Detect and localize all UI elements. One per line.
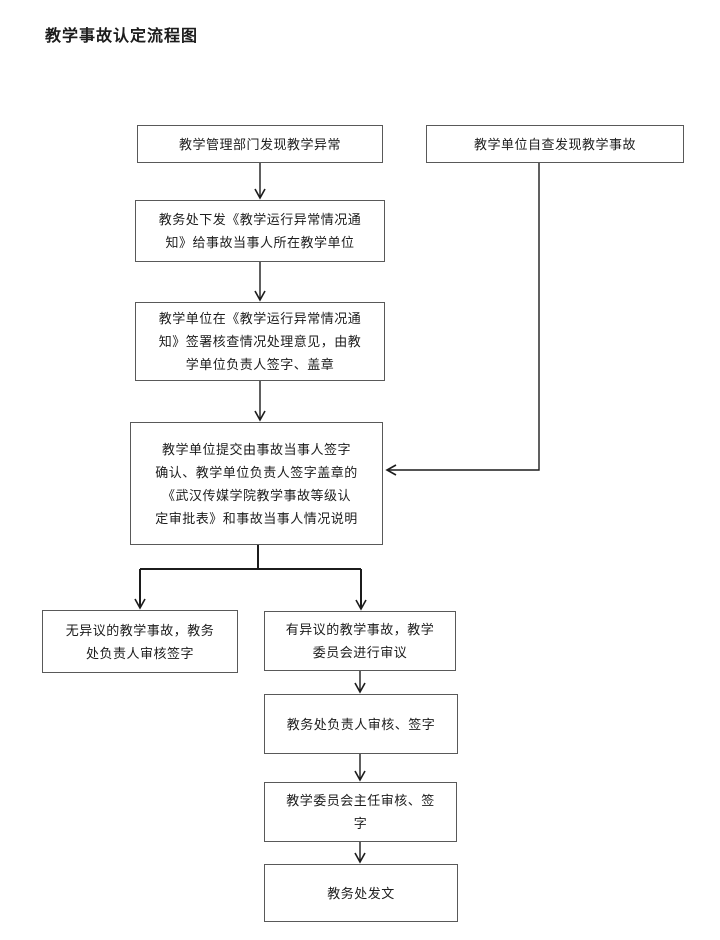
flow-node-unit-self-check: 教学单位自查发现教学事故 <box>426 125 684 163</box>
flow-node-committee-chair-sign: 教学委员会主任审核、签 字 <box>264 782 457 842</box>
flow-node-issue-document: 教务处发文 <box>264 864 458 922</box>
flow-node-admin-detect-anomaly: 教学管理部门发现教学异常 <box>137 125 383 163</box>
flow-node-objection-deliberate: 有异议的教学事故，教学 委员会进行审议 <box>264 611 456 671</box>
flow-node-submit-approval-form: 教学单位提交由事故当事人签字 确认、教学单位负责人签字盖章的 《武汉传媒学院教学… <box>130 422 383 545</box>
flow-node-dean-review-sign: 教务处负责人审核、签字 <box>264 694 458 754</box>
connector-selfcheck-to-submit <box>385 163 540 476</box>
page-title: 教学事故认定流程图 <box>45 28 199 45</box>
flow-node-unit-sign-opinion: 教学单位在《教学运行异常情况通 知》签署核查情况处理意见，由教 学单位负责人签字… <box>135 302 385 381</box>
flow-node-no-objection-sign: 无异议的教学事故，教务 处负责人审核签字 <box>42 610 238 673</box>
flow-node-issue-notice: 教务处下发《教学运行异常情况通 知》给事故当事人所在教学单位 <box>135 200 385 262</box>
